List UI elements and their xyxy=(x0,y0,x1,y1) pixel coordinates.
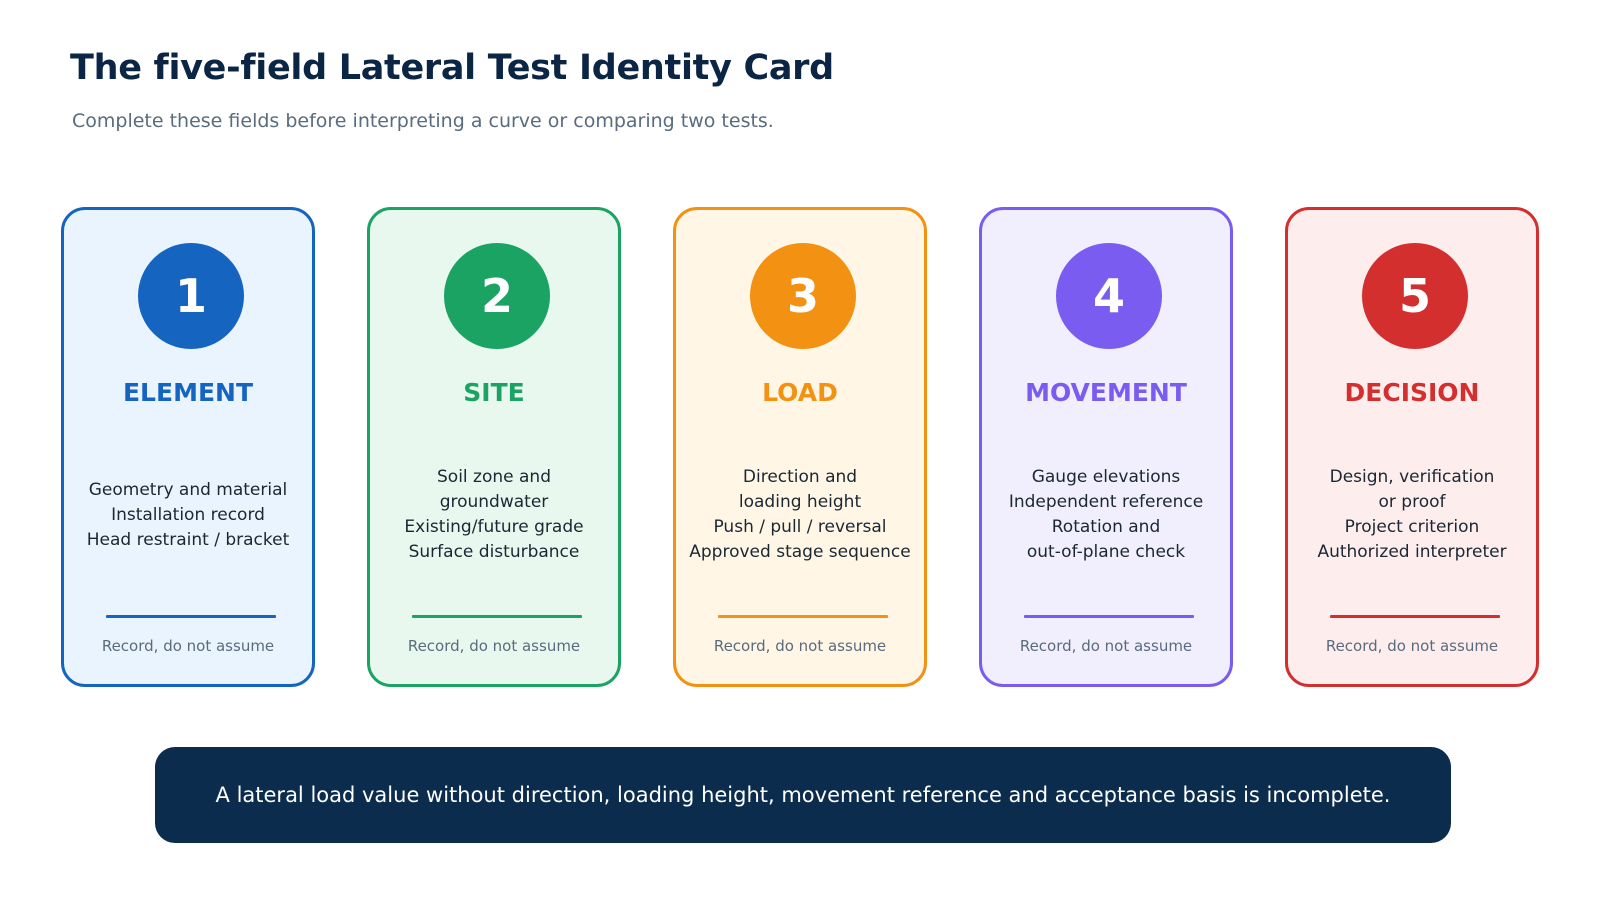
card-title: MOVEMENT xyxy=(1025,378,1187,407)
card-line: Approved stage sequence xyxy=(689,542,911,562)
card-footnote: Record, do not assume xyxy=(1019,637,1193,655)
card-body: Gauge elevations Independent reference R… xyxy=(982,440,1230,590)
banner-text: A lateral load value without direction, … xyxy=(215,783,1391,807)
divider xyxy=(1024,615,1194,618)
cards-row: 1 ELEMENT Geometry and material Installa… xyxy=(61,207,1551,695)
page-title: The five-field Lateral Test Identity Car… xyxy=(70,48,834,88)
card-line: Soil zone and xyxy=(437,467,551,487)
card-movement: 4 MOVEMENT Gauge elevations Independent … xyxy=(979,207,1233,687)
divider xyxy=(106,615,276,618)
card-footnote: Record, do not assume xyxy=(1325,637,1499,655)
card-footnote: Record, do not assume xyxy=(713,637,887,655)
card-load: 3 LOAD Direction and loading height Push… xyxy=(673,207,927,687)
card-body: Geometry and material Installation recor… xyxy=(64,440,312,590)
card-element: 1 ELEMENT Geometry and material Installa… xyxy=(61,207,315,687)
card-line: Push / pull / reversal xyxy=(713,517,887,537)
divider xyxy=(1330,615,1500,618)
card-title: DECISION xyxy=(1344,378,1480,407)
card-line: Head restraint / bracket xyxy=(86,529,290,550)
card-line: Authorized interpreter xyxy=(1317,542,1507,562)
card-line: or proof xyxy=(1378,492,1446,512)
card-footnote: Record, do not assume xyxy=(101,637,275,655)
card-title: SITE xyxy=(463,378,525,407)
page-subtitle: Complete these fields before interpretin… xyxy=(72,110,774,132)
card-line: Geometry and material xyxy=(88,479,288,500)
card-title: ELEMENT xyxy=(122,378,254,407)
card-footnote: Record, do not assume xyxy=(407,637,581,655)
card-site: 2 SITE Soil zone and groundwater Existin… xyxy=(367,207,621,687)
card-line: Installation record xyxy=(111,504,265,525)
card-line: Gauge elevations xyxy=(1031,467,1181,487)
card-line: Design, verification xyxy=(1329,467,1495,487)
card-title: LOAD xyxy=(762,378,838,407)
card-line: Existing/future grade xyxy=(404,517,584,537)
card-line: Project criterion xyxy=(1344,517,1480,537)
number-badge: 3 xyxy=(750,243,856,349)
card-body: Direction and loading height Push / pull… xyxy=(676,440,924,590)
card-body: Design, verification or proof Project cr… xyxy=(1288,440,1536,590)
divider xyxy=(718,615,888,618)
card-decision: 5 DECISION Design, verification or proof… xyxy=(1285,207,1539,687)
card-line: loading height xyxy=(738,492,862,512)
summary-banner: A lateral load value without direction, … xyxy=(155,747,1451,843)
card-line: Independent reference xyxy=(1008,492,1204,512)
card-line: out-of-plane check xyxy=(1026,542,1186,562)
card-body: Soil zone and groundwater Existing/futur… xyxy=(370,440,618,590)
number-badge: 5 xyxy=(1362,243,1468,349)
number-badge: 1 xyxy=(138,243,244,349)
divider xyxy=(412,615,582,618)
card-line: Direction and xyxy=(742,467,858,487)
number-badge: 4 xyxy=(1056,243,1162,349)
card-line: Surface disturbance xyxy=(408,542,580,562)
number-badge: 2 xyxy=(444,243,550,349)
card-line: groundwater xyxy=(439,492,549,512)
card-line: Rotation and xyxy=(1051,517,1161,537)
